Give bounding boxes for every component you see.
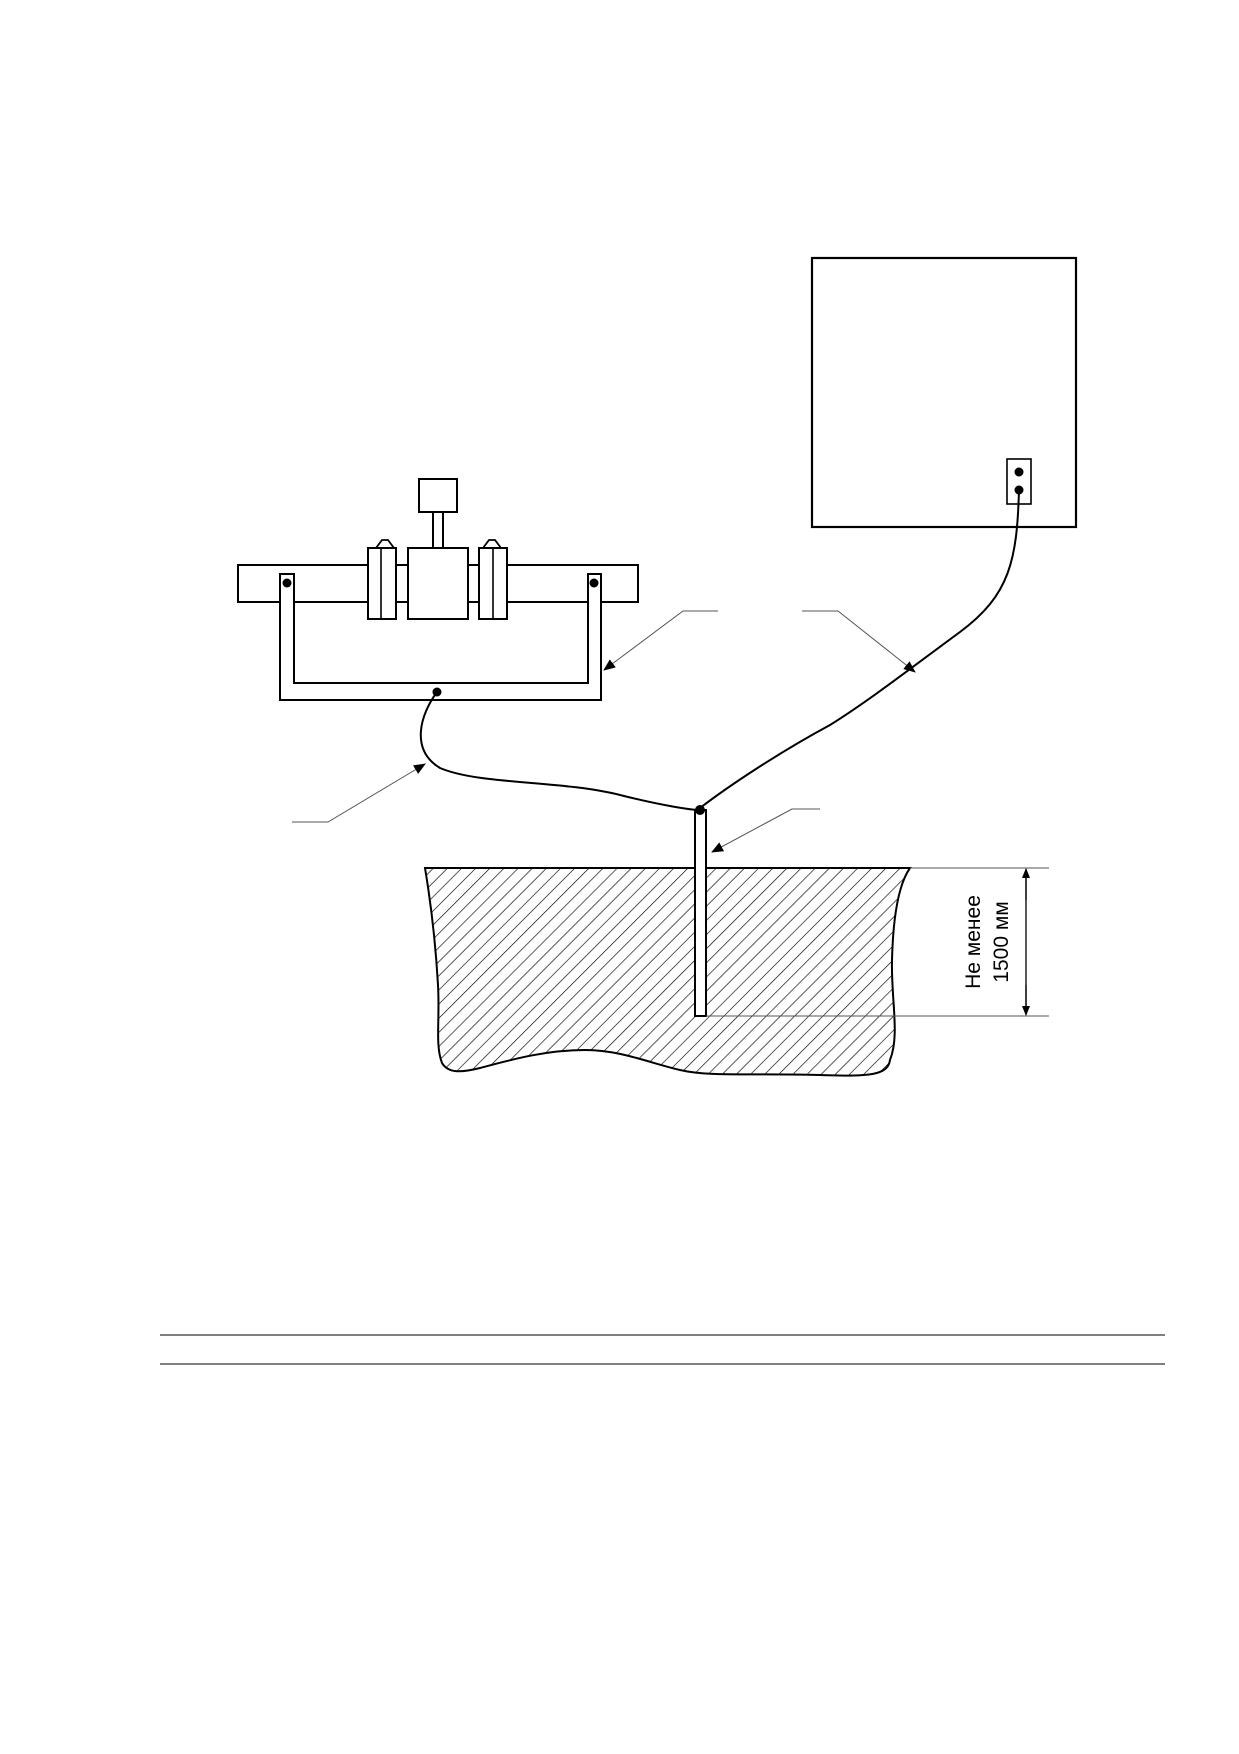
- soil-section: [423, 867, 912, 1077]
- ground-rod: [694, 809, 707, 1017]
- ground-wire-flowmeter: [419, 691, 701, 811]
- flowmeter-body: [407, 547, 469, 620]
- leader-cabinet-wire: [802, 610, 916, 673]
- ground-rod-connection: [695, 805, 705, 815]
- leader-flowmeter-wire: [292, 763, 426, 823]
- jumper-point-right: [589, 578, 599, 588]
- jumper-point-left: [282, 578, 292, 588]
- control-cabinet: [810, 256, 1078, 529]
- leader-lines: [292, 610, 916, 853]
- leader-jumper: [603, 610, 718, 671]
- title-block-lines: [160, 1334, 1165, 1365]
- depth-dimension: Не менее 1500 мм: [706, 867, 1049, 1017]
- terminal-point-top: [1014, 467, 1024, 477]
- flowmeter-assembly: [237, 478, 639, 701]
- ground-wire-cabinet: [699, 489, 1020, 809]
- right-flange: [478, 539, 508, 620]
- leader-ground-rod: [711, 808, 820, 853]
- left-flange: [367, 539, 397, 620]
- depth-label-line2: 1500 мм: [990, 901, 1013, 982]
- electronics-unit: [418, 478, 458, 513]
- depth-label-line1: Не менее: [962, 895, 985, 989]
- bonding-jumper: [279, 573, 602, 701]
